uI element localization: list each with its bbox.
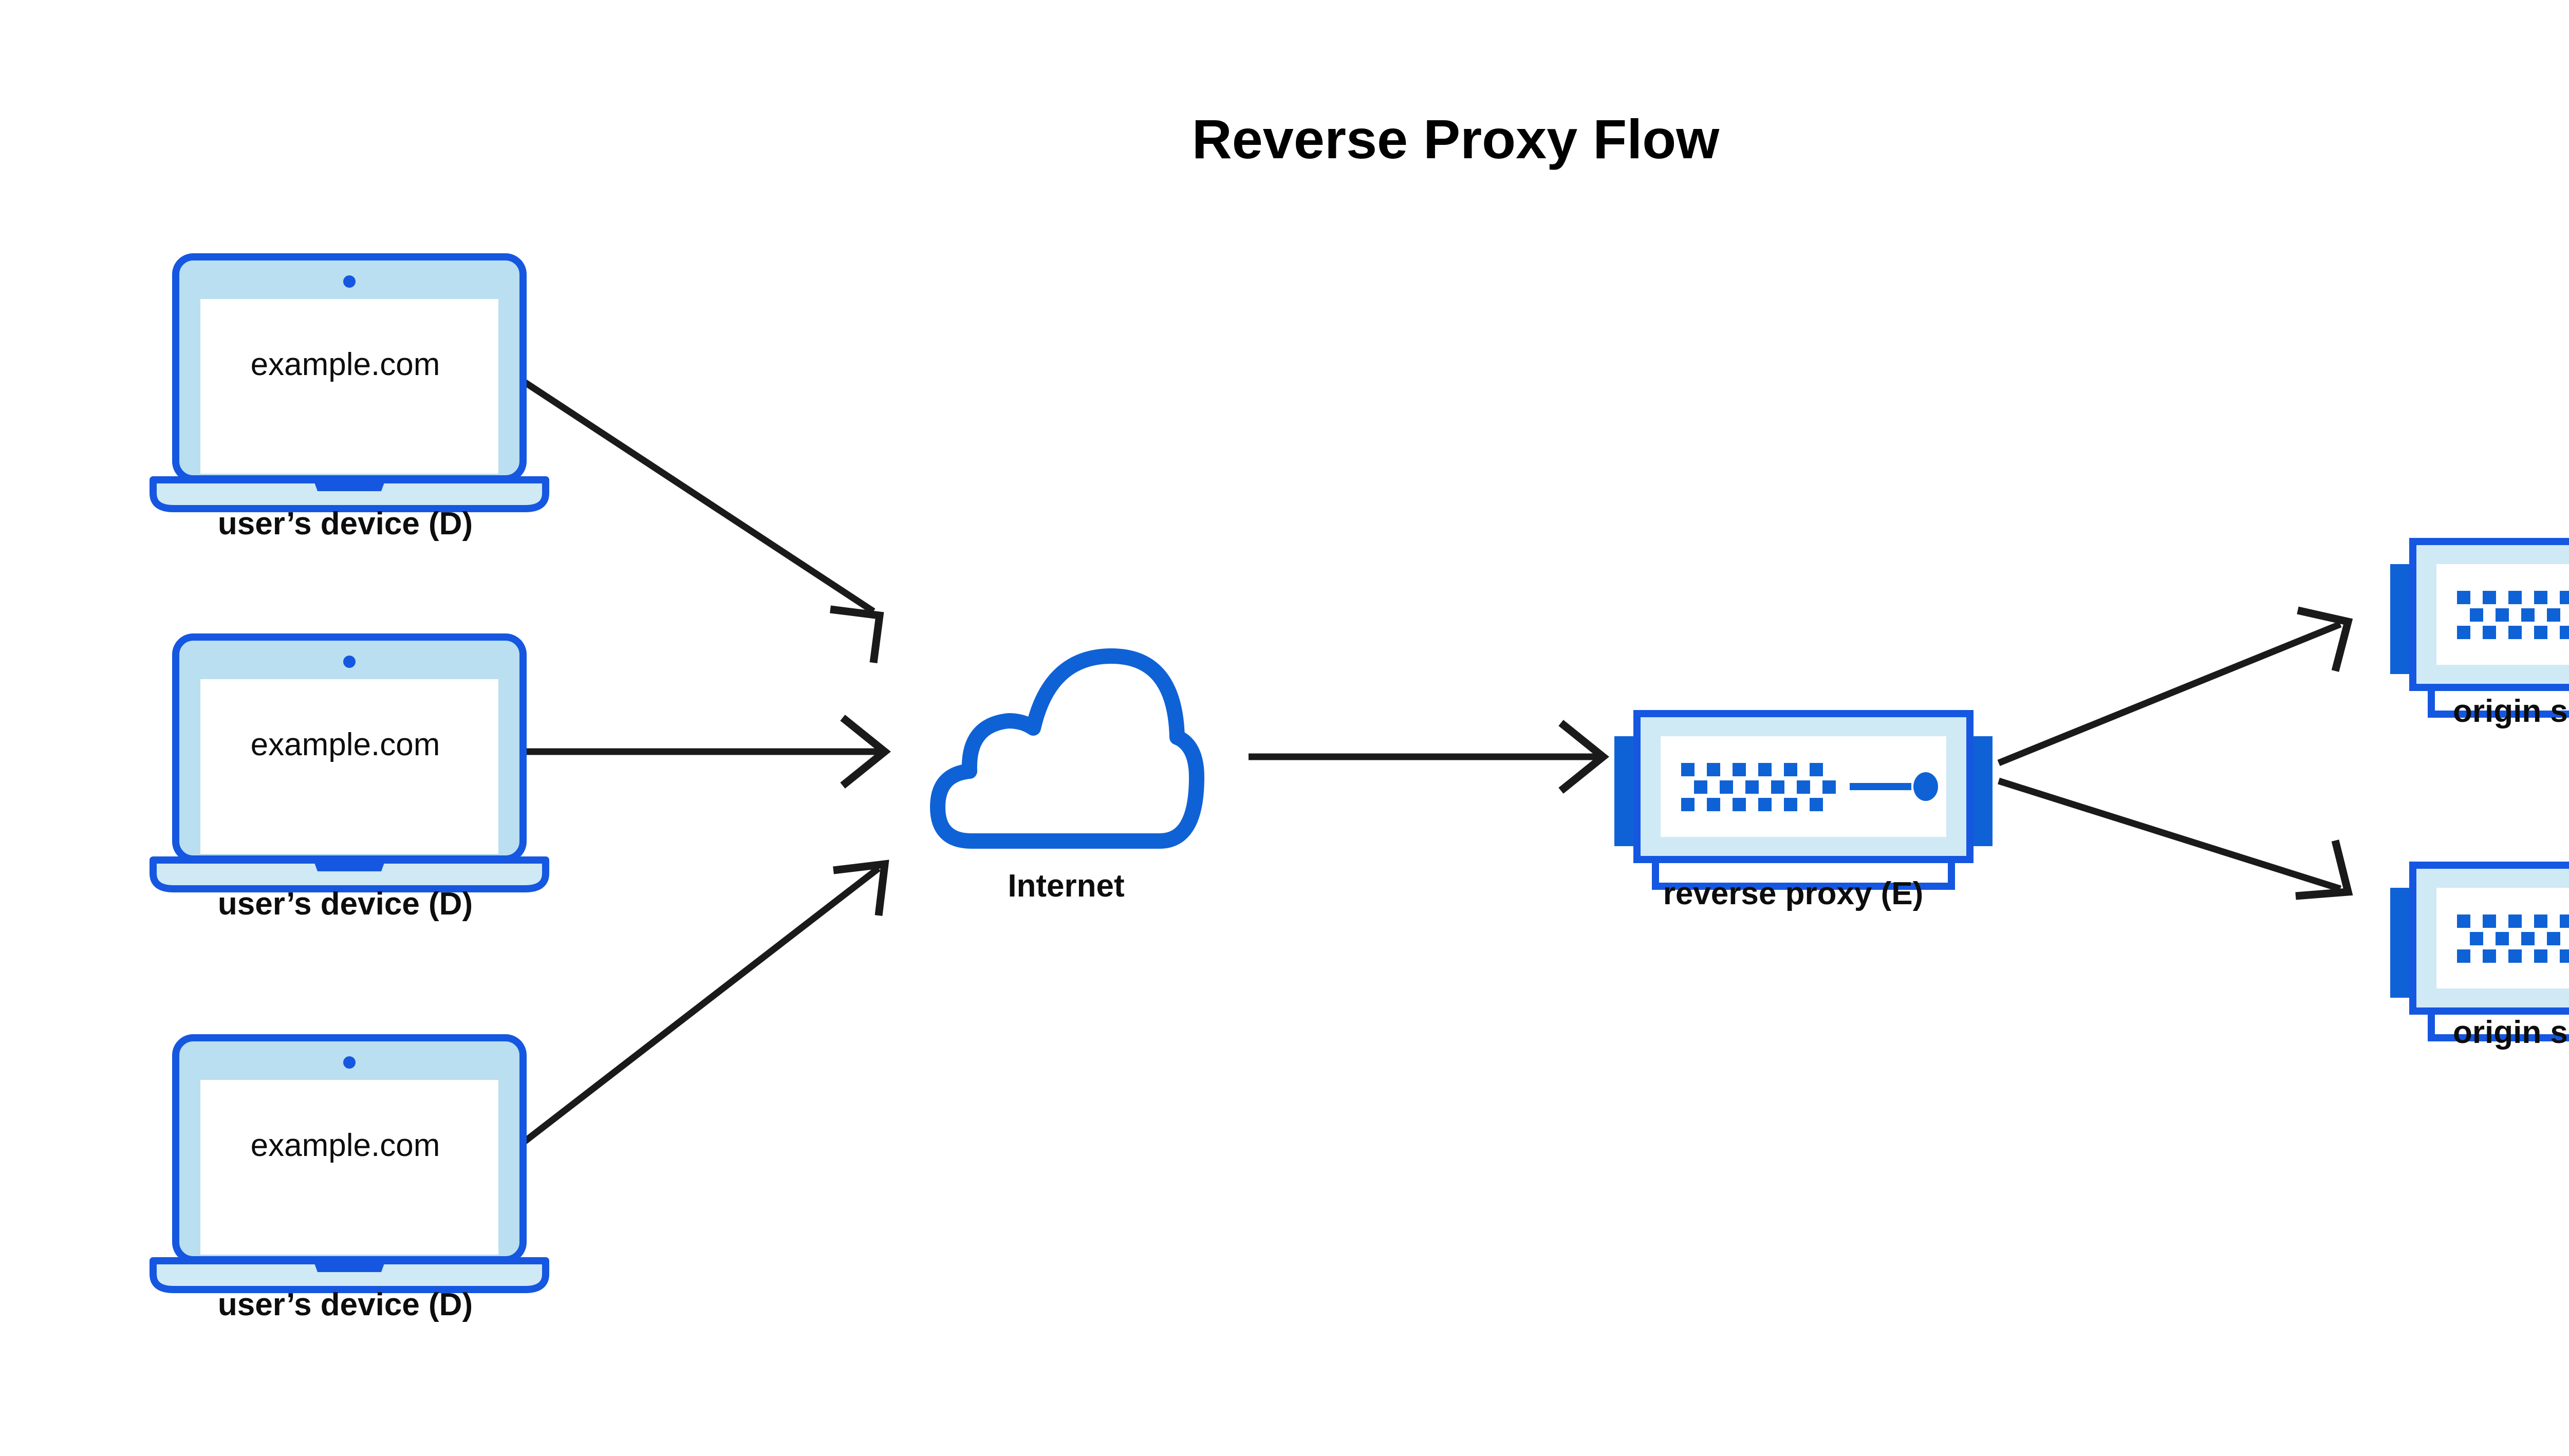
- laptop-screen-url-3: example.com: [251, 1128, 440, 1163]
- node-label-internet: Internet: [1008, 868, 1124, 904]
- arrow-device2-to-internet: [509, 715, 891, 789]
- node-label-origin-server-2: origin server (F): [2453, 1015, 2569, 1050]
- server-icon: [2390, 865, 2569, 1038]
- laptop-icon: [153, 1038, 546, 1290]
- arrow-device3-to-internet: [512, 860, 889, 1153]
- arrow-reverse-proxy-to-origin2: [1998, 777, 2353, 900]
- node-label-user-device-2: user’s device (D): [218, 886, 473, 922]
- node-label-user-device-3: user’s device (D): [218, 1287, 473, 1322]
- laptop-screen-url-2: example.com: [251, 727, 440, 762]
- arrow-internet-to-reverse-proxy: [1249, 720, 1609, 794]
- node-origin-server-2[interactable]: origin server (F): [2390, 865, 2569, 1050]
- node-origin-server-1[interactable]: origin server (F): [2390, 542, 2569, 729]
- node-user-device-3[interactable]: example.com user’s device (D): [153, 1038, 546, 1322]
- laptop-screen-url-1: example.com: [251, 347, 440, 382]
- node-internet[interactable]: Internet: [938, 656, 1197, 904]
- node-label-user-device-1: user’s device (D): [218, 506, 473, 542]
- node-label-origin-server-1: origin server (F): [2453, 694, 2569, 729]
- node-user-device-1[interactable]: example.com user’s device (D): [153, 257, 546, 542]
- node-reverse-proxy[interactable]: reverse proxy (E): [1614, 714, 1993, 911]
- server-icon: [2390, 542, 2569, 714]
- arrow-reverse-proxy-to-origin1: [1997, 606, 2353, 767]
- node-user-device-2[interactable]: example.com user’s device (D): [153, 637, 546, 922]
- server-icon: [1614, 714, 1993, 886]
- edge-layer: [509, 372, 2353, 1153]
- cloud-icon: [938, 656, 1197, 841]
- node-label-reverse-proxy: reverse proxy (E): [1663, 876, 1924, 911]
- arrow-device1-to-internet: [512, 372, 884, 663]
- laptop-icon: [153, 637, 546, 889]
- laptop-icon: [153, 257, 546, 509]
- page-title: Reverse Proxy Flow: [1192, 108, 1720, 170]
